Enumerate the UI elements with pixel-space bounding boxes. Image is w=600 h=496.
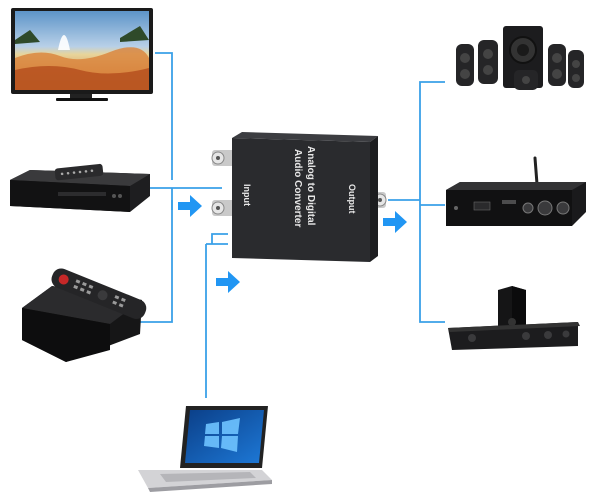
converter-title-line1: Analog to Digital bbox=[305, 146, 316, 226]
line-output-bus bbox=[419, 81, 445, 323]
tv-box-icon bbox=[22, 268, 147, 362]
arrow-input-icon bbox=[178, 195, 202, 217]
flow-arrows bbox=[178, 195, 407, 293]
converter-box: Analog to Digital Audio Converter Input … bbox=[211, 132, 387, 262]
input-label: Input bbox=[242, 184, 252, 206]
laptop-icon bbox=[138, 406, 272, 492]
connector-lines bbox=[140, 52, 445, 398]
converter-title-line2: Audio Converter bbox=[292, 149, 303, 227]
arrow-output-icon bbox=[383, 211, 407, 233]
dvd-player-icon bbox=[10, 163, 150, 212]
tv-icon bbox=[11, 8, 153, 101]
output-label: Output bbox=[347, 184, 357, 214]
arrow-laptop-icon bbox=[216, 271, 240, 293]
rca-input-jacks bbox=[211, 150, 236, 216]
soundbar-icon bbox=[448, 286, 580, 350]
amplifier-icon bbox=[446, 156, 586, 226]
speaker-system-icon bbox=[456, 26, 584, 90]
line-laptop bbox=[211, 233, 228, 244]
line-tv bbox=[155, 52, 173, 180]
line-box bbox=[140, 200, 173, 323]
